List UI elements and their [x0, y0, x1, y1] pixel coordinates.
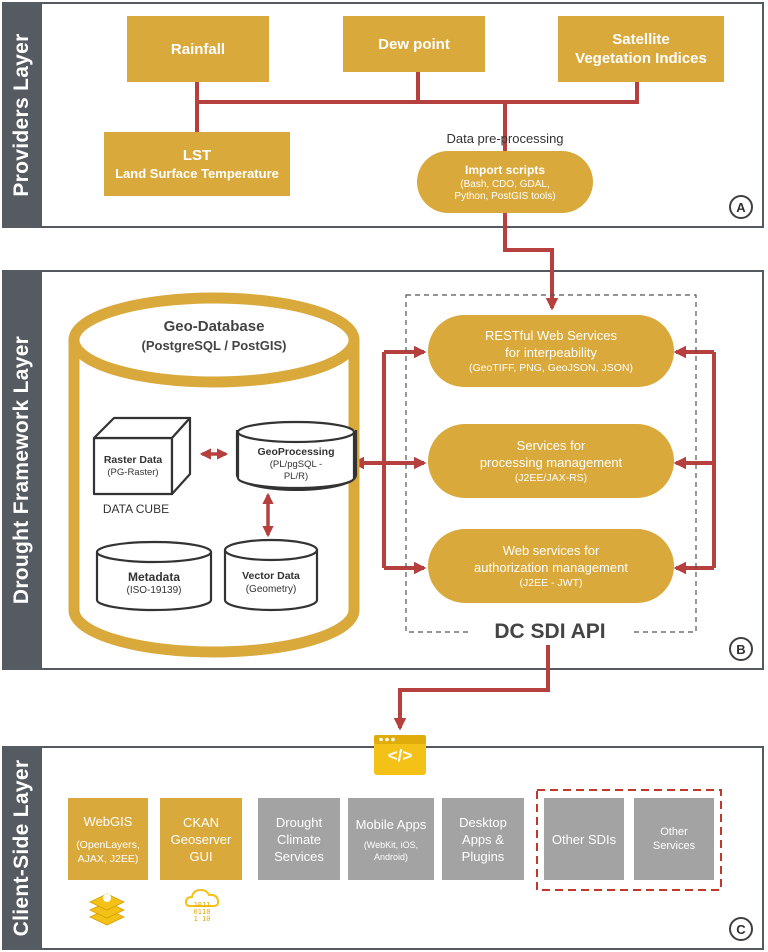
- metadata-subtitle: (ISO-19139): [126, 585, 182, 596]
- binary-line2: 0110: [193, 908, 211, 916]
- mobile-title: Mobile Apps: [355, 816, 427, 832]
- api-dashed-boundary: [405, 294, 697, 633]
- import-to-restful-arrow: [503, 210, 559, 311]
- desktop-line1: Desktop: [459, 814, 507, 830]
- geoproc-title: GeoProcessing: [257, 446, 335, 458]
- satellite-label-line2: Vegetation Indices: [575, 50, 707, 67]
- ckan-line2: Geoserver: [170, 831, 232, 847]
- other-services-box: Other Services: [634, 798, 714, 880]
- raster-title: Raster Data: [103, 454, 163, 466]
- vector-title: Vector Data: [242, 570, 300, 582]
- procmgmt-line2: processing management: [479, 455, 623, 470]
- auth-line1: Web services for: [502, 543, 600, 558]
- auth-tech: (J2EE - JWT): [519, 577, 583, 589]
- webgis-line2: AJAX, J2EE): [77, 852, 139, 865]
- other-sdis-box: Other SDIs: [544, 798, 624, 880]
- import-scripts-title: Import scripts: [464, 162, 545, 177]
- rainfall-box: Rainfall: [127, 16, 269, 82]
- desktop-line3: Plugins: [461, 848, 505, 864]
- dewpoint-box: Dew point: [343, 16, 485, 72]
- drought-line2: Climate: [276, 831, 322, 847]
- other-services-dashed-boundary: [536, 789, 722, 891]
- lst-subtitle: Land Surface Temperature: [115, 166, 279, 181]
- satellite-label-line1: Satellite: [612, 31, 670, 48]
- raster-cube-icon: [92, 416, 192, 496]
- vector-cylinder-shape: [223, 538, 319, 612]
- import-scripts-line1: (Bash, CDO, GDAL,: [460, 178, 550, 190]
- api-to-client-arrow: [393, 645, 550, 731]
- drought-line3: Services: [274, 848, 324, 864]
- api-label: DC SDI API: [470, 620, 630, 644]
- code-window-icon: [374, 735, 426, 775]
- procmgmt-line1: Services for: [516, 438, 586, 453]
- raster-subtitle: (PG-Raster): [107, 467, 159, 478]
- metadata-cylinder-shape: [95, 540, 213, 612]
- ckan-box: CKAN Geoserver GUI: [160, 798, 242, 880]
- ckan-line1: CKAN: [182, 814, 220, 830]
- providers-layer-band: Providers Layer: [2, 2, 42, 228]
- geodb-cylinder: [68, 292, 360, 658]
- drought-climate-box: Drought Climate Services: [258, 798, 340, 880]
- authorization-mgmt-pill: Web services for authorization managemen…: [428, 529, 674, 603]
- desktop-apps-box: Desktop Apps & Plugins: [442, 798, 524, 880]
- lst-box: LST Land Surface Temperature: [104, 132, 290, 196]
- procmgmt-tech: (J2EE/JAX-RS): [514, 472, 588, 484]
- framework-layer-band: Drought Framework Layer: [2, 270, 42, 670]
- mobile-apps-box: Mobile Apps (WebKit, iOS, Android): [348, 798, 434, 880]
- cloud-icon: [184, 888, 220, 907]
- layers-pin-icon: [103, 894, 111, 902]
- restful-formats: (GeoTIFF, PNG, GeoJSON, JSON): [469, 362, 633, 374]
- marker-a: A: [729, 195, 753, 219]
- geoproc-line1: (PL/pgSQL -: [269, 459, 323, 470]
- auth-line2: authorization management: [474, 560, 628, 575]
- binary-line3: 1 10: [193, 915, 211, 923]
- other-sdis-label: Other SDIs: [551, 831, 617, 847]
- restful-line1: RESTful Web Services: [485, 328, 617, 343]
- processing-mgmt-pill: Services for processing management (J2EE…: [428, 424, 674, 498]
- geodb-title: Geo-Database: [163, 318, 265, 335]
- rainfall-label: Rainfall: [170, 40, 226, 58]
- satellite-box: Satellite Vegetation Indices: [558, 16, 724, 82]
- preprocessing-label: Data pre-processing: [446, 131, 564, 146]
- code-window-glyph: </>: [387, 746, 413, 765]
- marker-b: B: [729, 637, 753, 661]
- geoproc-cylinder-shape: [236, 420, 356, 490]
- lst-title: LST: [182, 147, 212, 164]
- other-services-line2: Services: [652, 840, 696, 852]
- import-scripts-pill: Import scripts (Bash, CDO, GDAL, Python,…: [417, 151, 593, 213]
- restful-services-pill: RESTful Web Services for interpeability …: [428, 315, 674, 387]
- webgis-title: WebGIS: [83, 813, 133, 829]
- vector-subtitle: (Geometry): [245, 584, 297, 595]
- restful-line2: for interpeability: [505, 345, 597, 360]
- dewpoint-label: Dew point: [378, 35, 450, 53]
- mobile-line1: (WebKit, iOS,: [363, 839, 419, 850]
- ckan-line3: GUI: [189, 848, 213, 864]
- webgis-box: WebGIS (OpenLayers, AJAX, J2EE): [68, 798, 148, 880]
- other-services-line1: Other: [660, 826, 688, 838]
- drought-line1: Drought: [275, 814, 323, 830]
- data-cube-label: DATA CUBE: [102, 502, 170, 516]
- import-scripts-line2: Python, PostGIS tools): [454, 190, 556, 202]
- geoproc-line2: PL/R): [283, 471, 309, 482]
- webgis-line1: (OpenLayers,: [76, 838, 140, 851]
- desktop-line2: Apps &: [462, 831, 504, 847]
- client-layer-band: Client-Side Layer: [2, 746, 42, 950]
- mobile-line2: Android): [373, 851, 409, 862]
- metadata-title: Metadata: [127, 570, 180, 584]
- marker-c: C: [729, 917, 753, 941]
- geodb-subtitle: (PostgreSQL / PostGIS): [141, 338, 287, 353]
- binary-line1: 1011: [193, 901, 211, 909]
